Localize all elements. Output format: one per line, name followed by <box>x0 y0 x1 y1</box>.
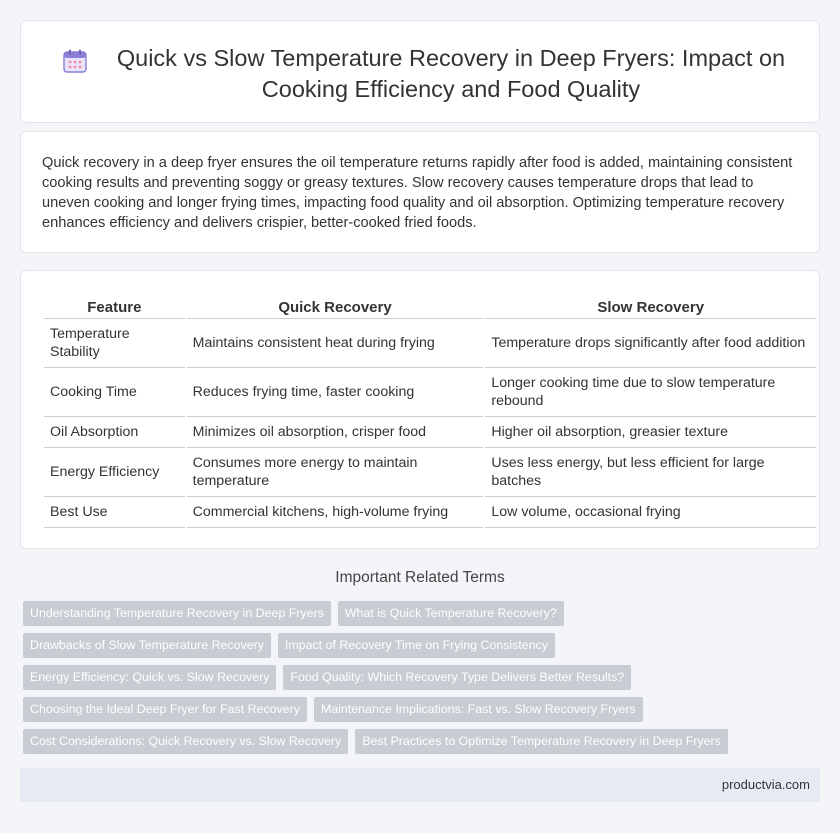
table-cell: Temperature drops significantly after fo… <box>485 319 816 368</box>
table-row: Temperature Stability Maintains consiste… <box>44 319 816 368</box>
title-wrap: Quick vs Slow Temperature Recovery in De… <box>61 43 799 105</box>
table-cell: Low volume, occasional frying <box>485 497 816 528</box>
table-cell: Uses less energy, but less efficient for… <box>485 448 816 497</box>
table-row: Energy Efficiency Consumes more energy t… <box>44 448 816 497</box>
table-cell: Minimizes oil absorption, crisper food <box>186 417 484 448</box>
related-term-tag[interactable]: Impact of Recovery Time on Frying Consis… <box>277 633 555 658</box>
table-row: Cooking Time Reduces frying time, faster… <box>44 368 816 417</box>
comparison-table: Feature Quick Recovery Slow Recovery Tem… <box>42 295 818 528</box>
table-row: Best Use Commercial kitchens, high-volum… <box>44 497 816 528</box>
table-cell: Cooking Time <box>44 368 185 417</box>
footer-site-link[interactable]: productvia.com <box>721 777 810 792</box>
related-term-tag[interactable]: Energy Efficiency: Quick vs. Slow Recove… <box>23 665 277 690</box>
related-term-tag[interactable]: What is Quick Temperature Recovery? <box>337 601 564 626</box>
column-header-slow-recovery: Slow Recovery <box>485 295 816 319</box>
table-cell: Longer cooking time due to slow temperat… <box>485 368 816 417</box>
related-terms-heading: Important Related Terms <box>335 569 505 586</box>
related-term-tag[interactable]: Best Practices to Optimize Temperature R… <box>355 729 728 754</box>
table-cell: Oil Absorption <box>44 417 185 448</box>
comparison-table-card: Feature Quick Recovery Slow Recovery Tem… <box>20 270 820 549</box>
table-cell: Temperature Stability <box>44 319 185 368</box>
related-terms-list: Understanding Temperature Recovery in De… <box>23 601 803 761</box>
footer-bar: productvia.com <box>20 768 820 802</box>
table-cell: Commercial kitchens, high-volume frying <box>186 497 484 528</box>
intro-paragraph: Quick recovery in a deep fryer ensures t… <box>42 155 793 231</box>
table-cell: Energy Efficiency <box>44 448 185 497</box>
column-header-feature: Feature <box>44 295 185 319</box>
related-term-tag[interactable]: Food Quality: Which Recovery Type Delive… <box>283 665 632 690</box>
table-cell: Higher oil absorption, greasier texture <box>485 417 816 448</box>
title-card: Quick vs Slow Temperature Recovery in De… <box>20 20 820 123</box>
table-cell: Maintains consistent heat during frying <box>186 319 484 368</box>
calendar-icon <box>63 49 87 73</box>
table-header-row: Feature Quick Recovery Slow Recovery <box>44 295 816 319</box>
table-cell: Best Use <box>44 497 185 528</box>
table-cell: Reduces frying time, faster cooking <box>186 368 484 417</box>
related-term-tag[interactable]: Maintenance Implications: Fast vs. Slow … <box>313 697 643 722</box>
related-term-tag[interactable]: Choosing the Ideal Deep Fryer for Fast R… <box>23 697 307 722</box>
table-cell: Consumes more energy to maintain tempera… <box>186 448 484 497</box>
related-term-tag[interactable]: Understanding Temperature Recovery in De… <box>23 601 331 626</box>
related-term-tag[interactable]: Cost Considerations: Quick Recovery vs. … <box>23 729 349 754</box>
intro-card: Quick recovery in a deep fryer ensures t… <box>20 131 820 253</box>
column-header-quick-recovery: Quick Recovery <box>186 295 484 319</box>
page-title: Quick vs Slow Temperature Recovery in De… <box>116 45 786 102</box>
table-row: Oil Absorption Minimizes oil absorption,… <box>44 417 816 448</box>
related-term-tag[interactable]: Drawbacks of Slow Temperature Recovery <box>23 633 271 658</box>
